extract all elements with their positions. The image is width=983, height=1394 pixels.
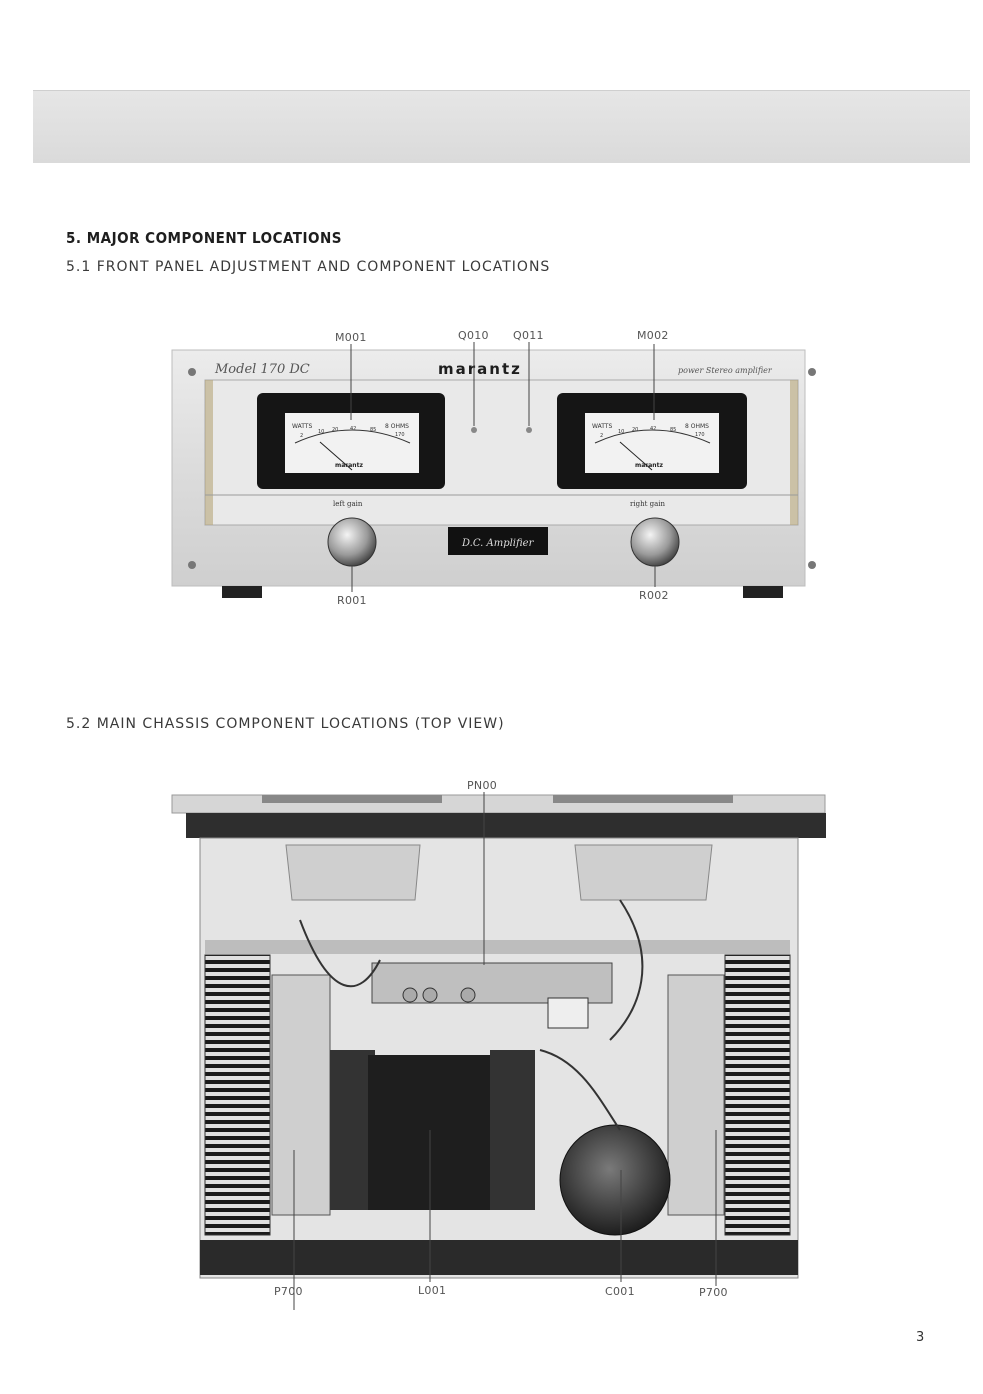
meter-brand: marantz	[635, 462, 663, 469]
right-gain-label: right gain	[630, 500, 666, 508]
product-text: power Stereo amplifier	[678, 366, 773, 375]
subsection-chassis-title: 5.2 MAIN CHASSIS COMPONENT LOCATIONS (TO…	[66, 716, 505, 732]
indicator-led-left	[471, 427, 477, 433]
meter-left: WATTS 8 OHMS 2 10 20 42 85 170 marantz	[257, 393, 445, 489]
callout-r001: R001	[337, 594, 367, 607]
foot-right	[743, 586, 783, 598]
screw-icon	[808, 368, 816, 376]
meter-housing-right	[574, 844, 713, 901]
meter-scale-tick: 2	[600, 433, 603, 439]
left-gain-knob	[327, 517, 377, 567]
transformer-bobbin-right	[490, 1050, 535, 1210]
callout-r002: R002	[639, 589, 669, 602]
screw-icon	[188, 561, 196, 569]
callout-m001: M001	[335, 331, 367, 344]
subsection-front-panel-title: 5.1 FRONT PANEL ADJUSTMENT AND COMPONENT…	[66, 259, 551, 275]
front-panel-figure: Model 170 DC marantz power Stereo amplif…	[171, 329, 816, 607]
foot-left	[222, 586, 262, 598]
meter-right: WATTS 8 OHMS 2 10 20 42 85 170 marantz	[557, 393, 747, 489]
chassis-front-bracket	[186, 813, 826, 838]
meter-scale-tick: 20	[632, 427, 638, 433]
page-number: 3	[916, 1330, 925, 1345]
main-capacitor	[559, 1124, 671, 1236]
callout-pn00: PN00	[467, 779, 497, 792]
heatsink-left	[204, 954, 271, 1236]
chassis-rear-panel	[200, 1240, 798, 1275]
meter-scale-tick: 20	[332, 427, 338, 433]
meter-scale-tick: 170	[695, 432, 705, 438]
brand-logo: marantz	[438, 360, 522, 378]
heatsink-right	[724, 954, 791, 1236]
dc-badge	[448, 527, 548, 555]
indicator-led-right	[526, 427, 532, 433]
callout-c001: C001	[605, 1285, 635, 1298]
meter-ohms-label: 8 OHMS	[385, 423, 409, 430]
callout-p700-left: P700	[274, 1285, 303, 1298]
driver-board-right	[667, 974, 725, 1216]
meter-scale-tick: 85	[370, 427, 376, 433]
transformer-bobbin-left	[330, 1050, 375, 1210]
callout-q011: Q011	[513, 329, 544, 342]
screw-icon	[808, 561, 816, 569]
meter-scale-tick: 42	[650, 426, 656, 432]
screw-icon	[188, 368, 196, 376]
meter-housing-left	[285, 844, 421, 901]
meter-scale-tick: 2	[300, 433, 303, 439]
right-gain-knob	[630, 517, 680, 567]
callout-m002: M002	[637, 329, 669, 342]
section-title: 5. MAJOR COMPONENT LOCATIONS	[66, 229, 342, 247]
left-gain-label: left gain	[333, 500, 363, 508]
header-band	[33, 90, 970, 163]
meter-brand: marantz	[335, 462, 363, 469]
meter-scale-tick: 170	[395, 432, 405, 438]
meter-watts-label: WATTS	[292, 423, 312, 430]
callout-q010: Q010	[458, 329, 489, 342]
dc-badge-text: D.C. Amplifier	[461, 538, 535, 549]
model-text: Model 170 DC	[214, 362, 310, 377]
meter-scale-tick: 85	[670, 427, 676, 433]
driver-board-left	[271, 974, 331, 1216]
meter-scale-tick: 10	[318, 429, 324, 435]
callout-p700-right: P700	[699, 1286, 728, 1299]
meter-scale-tick: 10	[618, 429, 624, 435]
meter-watts-label: WATTS	[592, 423, 612, 430]
callout-l001: L001	[418, 1284, 446, 1297]
meter-scale-tick: 42	[350, 426, 356, 432]
meter-ohms-label: 8 OHMS	[685, 423, 709, 430]
chassis-figure: PN00 P700 L001 C001 P700	[171, 779, 826, 1310]
